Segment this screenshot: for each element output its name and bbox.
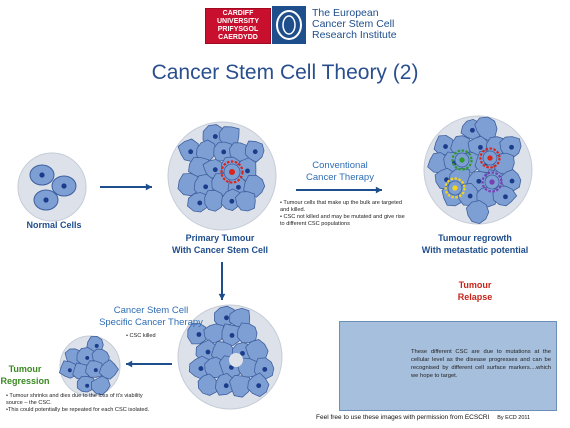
treated-tumour-nucleus	[262, 366, 268, 372]
primary-tumour-cell	[204, 189, 224, 212]
primary-tumour-cell	[234, 191, 256, 212]
regrowth-tumour-nucleus	[509, 178, 515, 184]
regression-bullets: • Tumour shrinks and dies due to the los…	[6, 393, 150, 413]
conventional-therapy-bullets: • Tumour cells that make up the bulk are…	[280, 200, 405, 227]
regrowth-csc-yellow-ring	[444, 177, 466, 199]
treated-tumour-nucleus	[224, 315, 229, 321]
primary-tumour-nucleus	[245, 168, 250, 174]
treated-tumour-nucleus	[223, 383, 229, 389]
primary-tumour-nucleus	[212, 167, 218, 173]
primary-tumour-label: Primary Tumour With Cancer Stem Cell	[172, 233, 268, 255]
regrowth-tumour-nucleus	[478, 144, 483, 150]
regression-tumour-nucleus	[94, 343, 99, 348]
primary-tumour-cell	[195, 139, 217, 164]
treated-tumour-cell	[197, 373, 219, 396]
regrowth-csc-purple-ring	[481, 171, 503, 193]
normal-cells-label: Normal Cells	[26, 220, 82, 230]
csc-specific-therapy-label: Cancer Stem Cell Specific Cancer Therapy	[99, 305, 203, 328]
primary-tumour-nucleus	[203, 184, 209, 190]
regrowth-tumour-cell	[465, 200, 490, 225]
regrowth-tumour-nucleus	[509, 144, 514, 150]
regrowth-tumour-nucleus	[469, 127, 475, 133]
regrowth-tumour-nucleus	[503, 194, 508, 200]
primary-tumour-nucleus	[188, 149, 194, 155]
institute-name: The European Cancer Stem Cell Research I…	[312, 7, 397, 41]
treated-tumour-cell	[229, 374, 253, 398]
tumour-regression-label: Tumour Regression	[0, 364, 50, 386]
treated-tumour-empty-csc-site	[229, 353, 243, 367]
csc-variants-box	[339, 321, 557, 411]
footer-permission: Feel free to use these images with permi…	[316, 414, 531, 421]
tumour-regrowth-label: Tumour regrowth With metastatic potentia…	[421, 233, 529, 255]
normal-cell-nucleus	[43, 197, 49, 203]
regrowth-csc-yellow-nucleus	[452, 185, 458, 191]
cardiff-university-logo: CARDIFF UNIVERSITY PRIFYSGOL CAERDYDD	[205, 8, 271, 44]
regression-tumour-nucleus	[67, 368, 72, 373]
primary-tumour-nucleus	[221, 149, 227, 155]
treated-tumour-nucleus	[196, 332, 202, 337]
ecscri-logo-mark	[276, 10, 302, 40]
regrowth-csc-green-nucleus	[459, 157, 465, 163]
treated-tumour-nucleus	[240, 350, 245, 356]
regrowth-tumour-nucleus	[476, 178, 482, 184]
primary-tumour-nucleus	[236, 184, 241, 190]
treated-tumour-nucleus	[205, 349, 211, 355]
ecscri-logo-icon	[272, 6, 306, 44]
regression-tumour-nucleus	[85, 383, 90, 388]
regrowth-csc-purple-nucleus	[489, 179, 495, 185]
treated-tumour-nucleus	[229, 333, 235, 338]
regression-tumour-cell	[98, 359, 119, 380]
csc-variants-text: These different CSC are due to mutations…	[411, 349, 551, 379]
csc-killed-bullet: • CSC killed	[126, 333, 156, 339]
regrowth-tumour-nucleus	[467, 193, 473, 199]
regression-tumour-cell	[90, 375, 111, 396]
arrow-conventional-therapy-head	[375, 186, 382, 194]
conventional-therapy-label: Conventional Cancer Therapy	[306, 160, 374, 183]
arrow-specific-therapy-head	[218, 293, 226, 300]
regrowth-tumour-nucleus	[443, 144, 448, 149]
regrowth-csc-green-ring	[451, 149, 473, 171]
primary-tumour-nucleus	[252, 149, 258, 155]
regression-tumour-nucleus	[93, 368, 98, 373]
primary-tumour-nucleus	[229, 198, 235, 204]
normal-cell-nucleus	[61, 183, 67, 189]
primary-csc-nucleus	[228, 168, 236, 176]
regression-tumour-nucleus	[85, 355, 90, 360]
arrow-normal-to-primary-head	[145, 183, 152, 191]
primary-csc-ring	[220, 160, 244, 184]
tumour-relapse-label: Tumour Relapse	[457, 280, 493, 302]
treated-tumour-nucleus	[198, 366, 204, 372]
arrow-to-regression-head	[126, 360, 133, 368]
treated-tumour-nucleus	[228, 364, 234, 370]
regrowth-csc-red-ring	[479, 147, 501, 169]
page-title: Cancer Stem Cell Theory (2)	[151, 61, 419, 84]
primary-tumour-nucleus	[197, 200, 203, 206]
regrowth-csc-red-nucleus	[487, 155, 493, 161]
normal-cell-nucleus	[39, 172, 45, 178]
primary-tumour-nucleus	[212, 134, 218, 139]
treated-tumour-nucleus	[256, 383, 262, 389]
